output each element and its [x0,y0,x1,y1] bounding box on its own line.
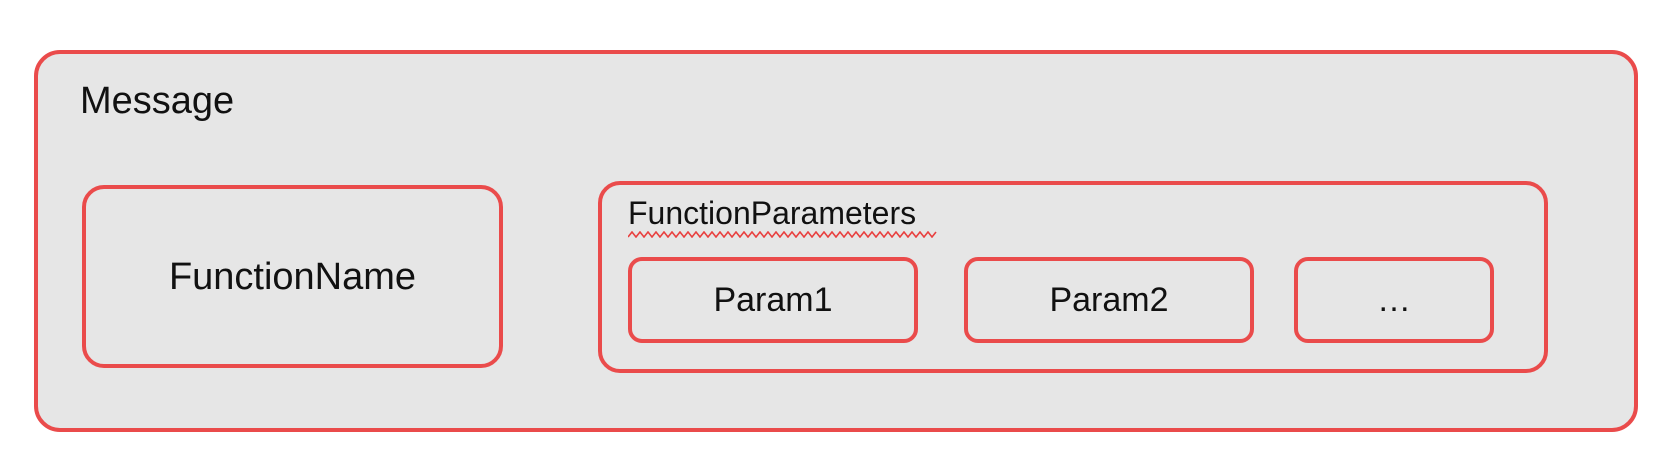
function-parameters-title-wrap: FunctionParameters [628,197,938,238]
function-parameters-label: FunctionParameters [628,195,917,231]
params-row: Param1 Param2 … [628,257,1530,343]
function-parameters-box: FunctionParameters Param1 Param2 … [598,181,1548,373]
message-title: Message [80,80,235,122]
param-chip[interactable]: Param2 [964,257,1254,343]
message-box: Message FunctionName FunctionParameters … [34,50,1638,432]
param-chip[interactable]: Param1 [628,257,918,343]
param-chip-ellipsis[interactable]: … [1294,257,1494,343]
function-name-box: FunctionName [82,185,503,368]
spellcheck-squiggle-icon [628,231,937,238]
function-name-label: FunctionName [168,255,417,298]
